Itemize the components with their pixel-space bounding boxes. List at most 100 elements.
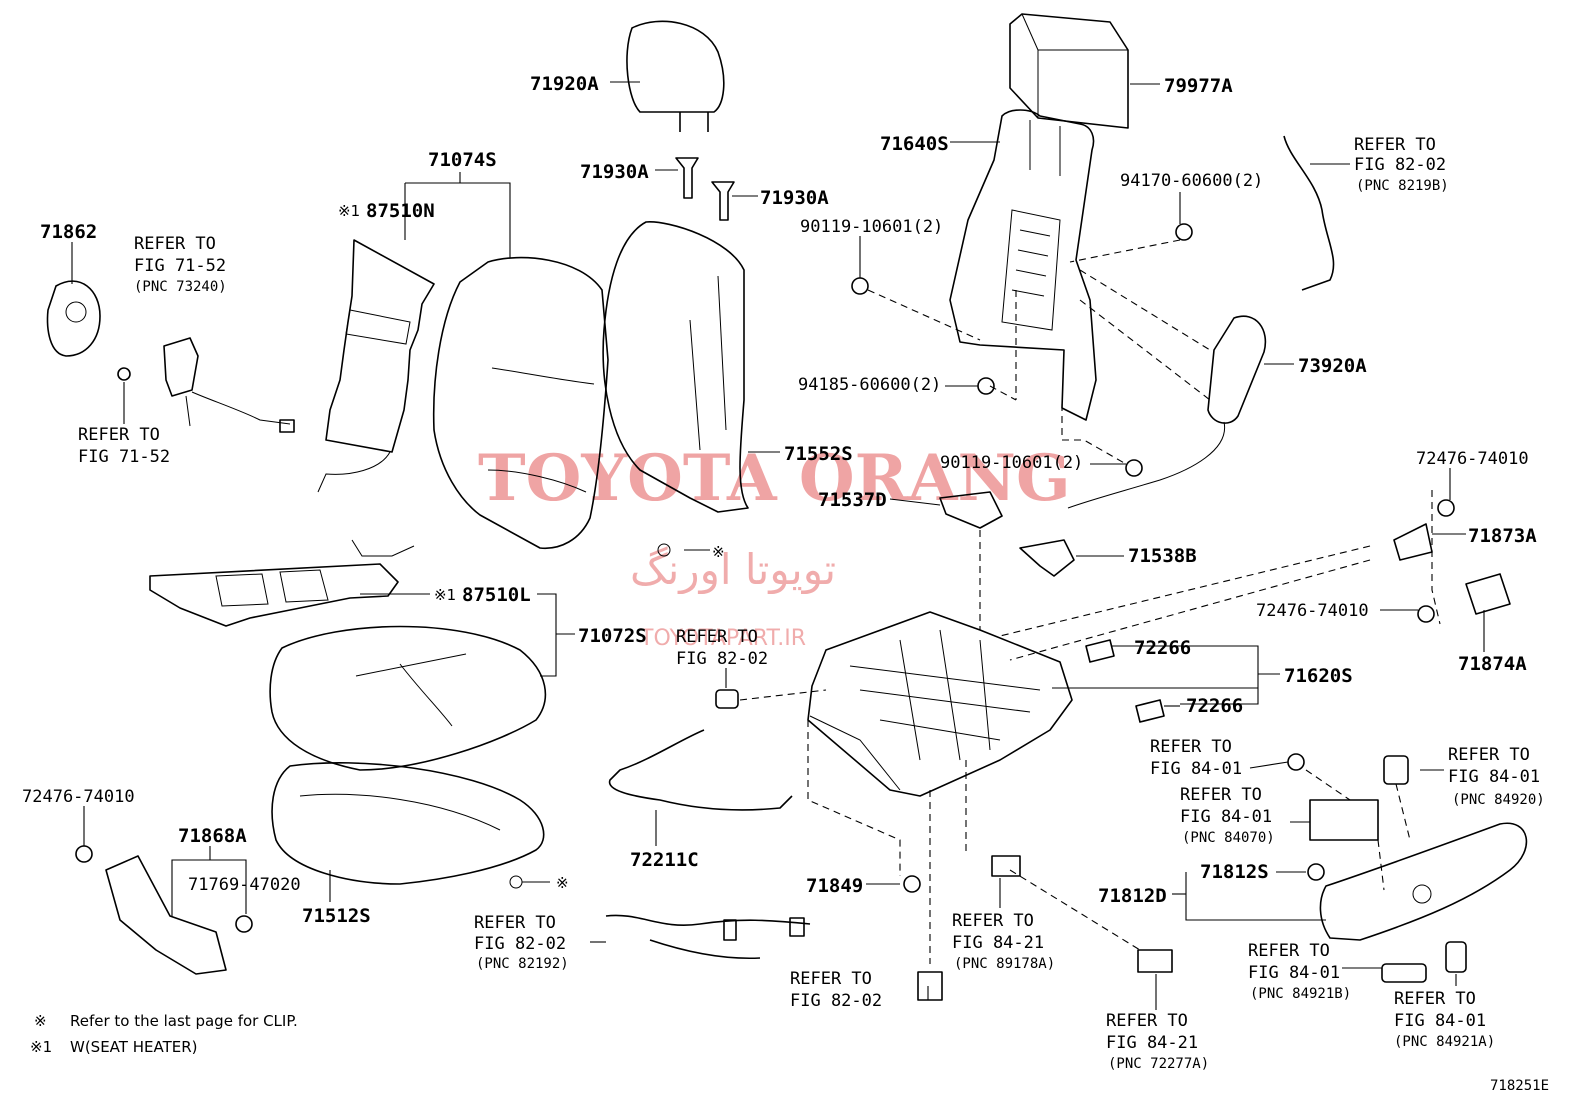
back-pad-drawing bbox=[1009, 13, 1129, 129]
svg-text:REFER TO: REFER TO bbox=[1248, 941, 1330, 961]
seat-belt-buckle-drawing bbox=[117, 337, 295, 433]
label-71640S: 71640S bbox=[880, 133, 949, 155]
label-87510N: 87510N bbox=[366, 200, 435, 222]
watermark-main: TOYOTA ORANG bbox=[478, 441, 1071, 516]
label-90119-10601-upper: 90119-10601(2) bbox=[800, 217, 943, 237]
recliner-cover-drawing bbox=[46, 280, 101, 357]
leader-lines bbox=[71, 81, 1485, 1010]
lower-cover-drawing bbox=[105, 855, 227, 975]
ref-fig-84-21-b: REFER TO FIG 84-21 (PNC 72277A) bbox=[1106, 1011, 1209, 1072]
svg-text:REFER TO: REFER TO bbox=[1180, 785, 1262, 805]
svg-text:FIG 84-21: FIG 84-21 bbox=[1106, 1033, 1198, 1053]
side-airbag-drawing bbox=[1067, 315, 1267, 509]
label-71868A: 71868A bbox=[178, 825, 247, 847]
footnote-clip-symbol: ※ bbox=[34, 1012, 47, 1030]
svg-text:(PNC 84070): (PNC 84070) bbox=[1182, 830, 1275, 846]
label-71769-47020: 71769-47020 bbox=[188, 875, 301, 895]
cushion-cover-drawing bbox=[269, 625, 547, 771]
svg-text:FIG 84-01: FIG 84-01 bbox=[1150, 759, 1242, 779]
label-71930A-right: 71930A bbox=[760, 187, 829, 209]
label-71849: 71849 bbox=[806, 875, 863, 897]
cushion-pad-drawing bbox=[271, 762, 545, 885]
label-71812S: 71812S bbox=[1200, 861, 1269, 883]
ref-fig-84-01-e: REFER TO FIG 84-01 (PNC 84921A) bbox=[1394, 989, 1495, 1050]
svg-text:FIG 82-02: FIG 82-02 bbox=[474, 934, 566, 954]
label-72476-74010-left: 72476-74010 bbox=[22, 787, 135, 807]
part-labels: 71920A 79977A 71640S 71930A 71930A 71074… bbox=[22, 73, 1537, 927]
label-71920A: 71920A bbox=[530, 73, 599, 95]
label-72211C: 72211C bbox=[630, 849, 699, 871]
label-71874A: 71874A bbox=[1458, 653, 1527, 675]
ref-fig-84-01-c: REFER TO FIG 84-01 (PNC 84920) bbox=[1448, 745, 1545, 808]
ref-fig-82-02-bottom: REFER TO FIG 82-02 bbox=[790, 969, 882, 1011]
label-72266-lower: 72266 bbox=[1186, 695, 1243, 717]
footnotes: ※ Refer to the last page for CLIP. ※1 W(… bbox=[30, 1012, 1549, 1094]
svg-text:FIG 84-01: FIG 84-01 bbox=[1180, 807, 1272, 827]
svg-text:(PNC 8219B): (PNC 8219B) bbox=[1356, 178, 1449, 194]
headrest-drawing bbox=[626, 20, 725, 132]
clip-mark-lower: ※ bbox=[556, 874, 569, 892]
label-71074S: 71074S bbox=[428, 149, 497, 171]
label-72266-upper: 72266 bbox=[1134, 637, 1191, 659]
ref-fig-84-01-d: REFER TO FIG 84-01 (PNC 84921B) bbox=[1248, 941, 1351, 1002]
svg-text:REFER TO: REFER TO bbox=[1106, 1011, 1188, 1031]
ref-fig-71-52-bolt: REFER TO FIG 71-52 bbox=[78, 425, 170, 467]
watermark-site: TOYOTAPART.IR bbox=[639, 626, 806, 651]
svg-text:REFER TO: REFER TO bbox=[952, 911, 1034, 931]
label-71072S: 71072S bbox=[578, 625, 647, 647]
label-71538B: 71538B bbox=[1128, 545, 1197, 567]
svg-text:REFER TO: REFER TO bbox=[1150, 737, 1232, 757]
svg-text:(PNC 84921A): (PNC 84921A) bbox=[1394, 1034, 1495, 1050]
svg-text:FIG 84-01: FIG 84-01 bbox=[1394, 1011, 1486, 1031]
heater-mat-back-drawing bbox=[317, 239, 435, 493]
ref-fig-82-02-harness-82192: REFER TO FIG 82-02 (PNC 82192) bbox=[474, 913, 569, 972]
headrest-guide-drawing bbox=[675, 157, 735, 221]
svg-text:FIG 82-02: FIG 82-02 bbox=[790, 991, 882, 1011]
seatback-frame-drawing bbox=[949, 109, 1097, 421]
wire-72211C-drawing bbox=[608, 729, 793, 811]
label-87510L: 87510L bbox=[462, 584, 531, 606]
footnote-heater-text: W(SEAT HEATER) bbox=[70, 1038, 197, 1056]
svg-text:REFER TO: REFER TO bbox=[1394, 989, 1476, 1009]
watermark-arabic: تویوتا اورنگ bbox=[630, 545, 836, 594]
svg-text:(PNC 89178A): (PNC 89178A) bbox=[954, 956, 1055, 972]
label-94170-60600: 94170-60600(2) bbox=[1120, 171, 1263, 191]
ref-fig-84-21-a: REFER TO FIG 84-21 (PNC 89178A) bbox=[952, 911, 1055, 972]
svg-text:FIG 82-02: FIG 82-02 bbox=[1354, 155, 1446, 175]
label-71620S: 71620S bbox=[1284, 665, 1353, 687]
label-71537D: 71537D bbox=[818, 489, 887, 511]
label-79977A: 79977A bbox=[1164, 75, 1233, 97]
label-71862: 71862 bbox=[40, 221, 97, 243]
label-73920A: 73920A bbox=[1298, 355, 1367, 377]
svg-text:FIG 84-01: FIG 84-01 bbox=[1248, 963, 1340, 983]
svg-text:(PNC 84920): (PNC 84920) bbox=[1452, 792, 1545, 808]
svg-text:(PNC 72277A): (PNC 72277A) bbox=[1108, 1056, 1209, 1072]
seat-track-drawing bbox=[807, 611, 1073, 797]
svg-text:REFER TO: REFER TO bbox=[78, 425, 160, 445]
label-71512S: 71512S bbox=[302, 905, 371, 927]
svg-text:REFER TO: REFER TO bbox=[790, 969, 872, 989]
svg-text:REFER TO: REFER TO bbox=[1448, 745, 1530, 765]
footnote-clip-text: Refer to the last page for CLIP. bbox=[70, 1012, 298, 1030]
footnote-heater-symbol: ※1 bbox=[30, 1038, 52, 1056]
label-94185-60600: 94185-60600(2) bbox=[798, 375, 941, 395]
part-drawings bbox=[46, 13, 1528, 1001]
assembly-lines bbox=[739, 239, 1441, 964]
svg-text:FIG 84-01: FIG 84-01 bbox=[1448, 767, 1540, 787]
seatback-pad-drawing bbox=[602, 221, 749, 513]
label-71873A: 71873A bbox=[1468, 525, 1537, 547]
label-71930A-left: 71930A bbox=[580, 161, 649, 183]
svg-text:FIG 71-52: FIG 71-52 bbox=[78, 447, 170, 467]
svg-text:REFER TO: REFER TO bbox=[1354, 135, 1436, 155]
seatback-cover-drawing bbox=[432, 256, 609, 550]
ref-fig-71-52-buckle: REFER TO FIG 71-52 (PNC 73240) bbox=[134, 234, 227, 295]
ref-fig-84-01-b: REFER TO FIG 84-01 (PNC 84070) bbox=[1180, 785, 1275, 846]
label-87510N-mark: ※1 bbox=[338, 202, 360, 220]
side-shield-drawing bbox=[1319, 822, 1528, 941]
svg-text:(PNC 73240): (PNC 73240) bbox=[134, 279, 227, 295]
label-71552S: 71552S bbox=[784, 443, 853, 465]
svg-text:FIG 84-21: FIG 84-21 bbox=[952, 933, 1044, 953]
svg-text:FIG 82-02: FIG 82-02 bbox=[676, 649, 768, 669]
svg-text:(PNC 82192): (PNC 82192) bbox=[476, 956, 569, 972]
